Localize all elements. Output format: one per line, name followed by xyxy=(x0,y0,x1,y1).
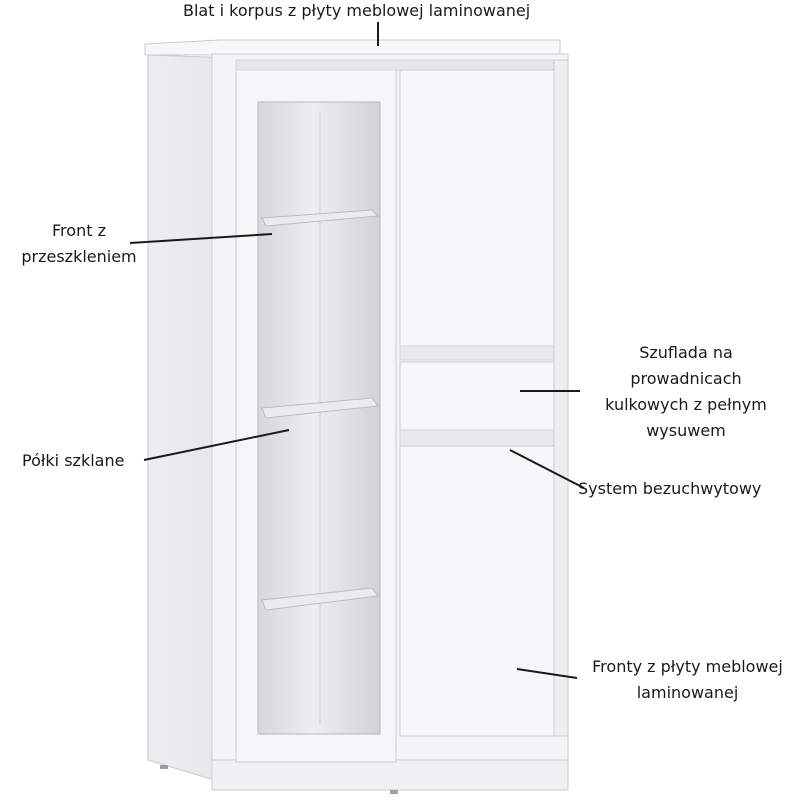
drawer-front xyxy=(399,361,555,431)
label-shelves-text: Półki szklane xyxy=(22,451,125,470)
label-shelves: Półki szklane xyxy=(22,448,124,474)
label-glass-front-line-1: Front z xyxy=(52,221,106,240)
label-glass-front-line-2: przeszkleniem xyxy=(21,247,137,266)
glass-shelf-top xyxy=(261,209,380,227)
label-drawer: Szuflada na prowadnicach kulkowych z peł… xyxy=(584,340,788,444)
lower-door xyxy=(399,445,555,737)
drawer-groove xyxy=(399,345,555,361)
label-fronts: Fronty z płyty meblowej laminowanej xyxy=(582,654,793,706)
glass-pane xyxy=(257,101,381,735)
label-drawer-line-2: prowadnicach xyxy=(630,369,742,388)
label-top: Blat i korpus z płyty meblowej laminowan… xyxy=(183,0,530,24)
leader-fronts xyxy=(516,668,578,679)
glass-shelf-middle xyxy=(261,397,379,419)
label-drawer-line-4: wysuwem xyxy=(646,421,726,440)
label-drawer-line-3: kulkowych z pełnym xyxy=(605,395,767,414)
leader-shelves xyxy=(143,429,290,461)
lower-door-groove xyxy=(399,429,555,447)
cabinet-foot-right xyxy=(390,790,398,794)
cabinet-right-edge xyxy=(553,59,569,737)
cabinet-foot-left xyxy=(160,765,168,769)
label-fronts-line-2: laminowanej xyxy=(636,683,739,702)
top-groove xyxy=(235,59,555,71)
label-top-text: Blat i korpus z płyty meblowej laminowan… xyxy=(183,1,531,20)
label-glass-front: Front z przeszkleniem xyxy=(0,218,158,270)
leader-glass-front xyxy=(129,233,273,244)
glass-shelf-bottom xyxy=(261,587,379,611)
leader-handleless xyxy=(509,449,585,489)
label-drawer-line-1: Szuflada na xyxy=(639,343,733,362)
label-handleless: System bezuchwytowy xyxy=(578,476,761,502)
cabinet-plinth xyxy=(211,759,569,791)
cabinet-top xyxy=(144,39,561,56)
label-handleless-text: System bezuchwytowy xyxy=(578,479,762,498)
label-fronts-line-1: Fronty z płyty meblowej xyxy=(592,657,783,676)
upper-door xyxy=(399,69,555,347)
